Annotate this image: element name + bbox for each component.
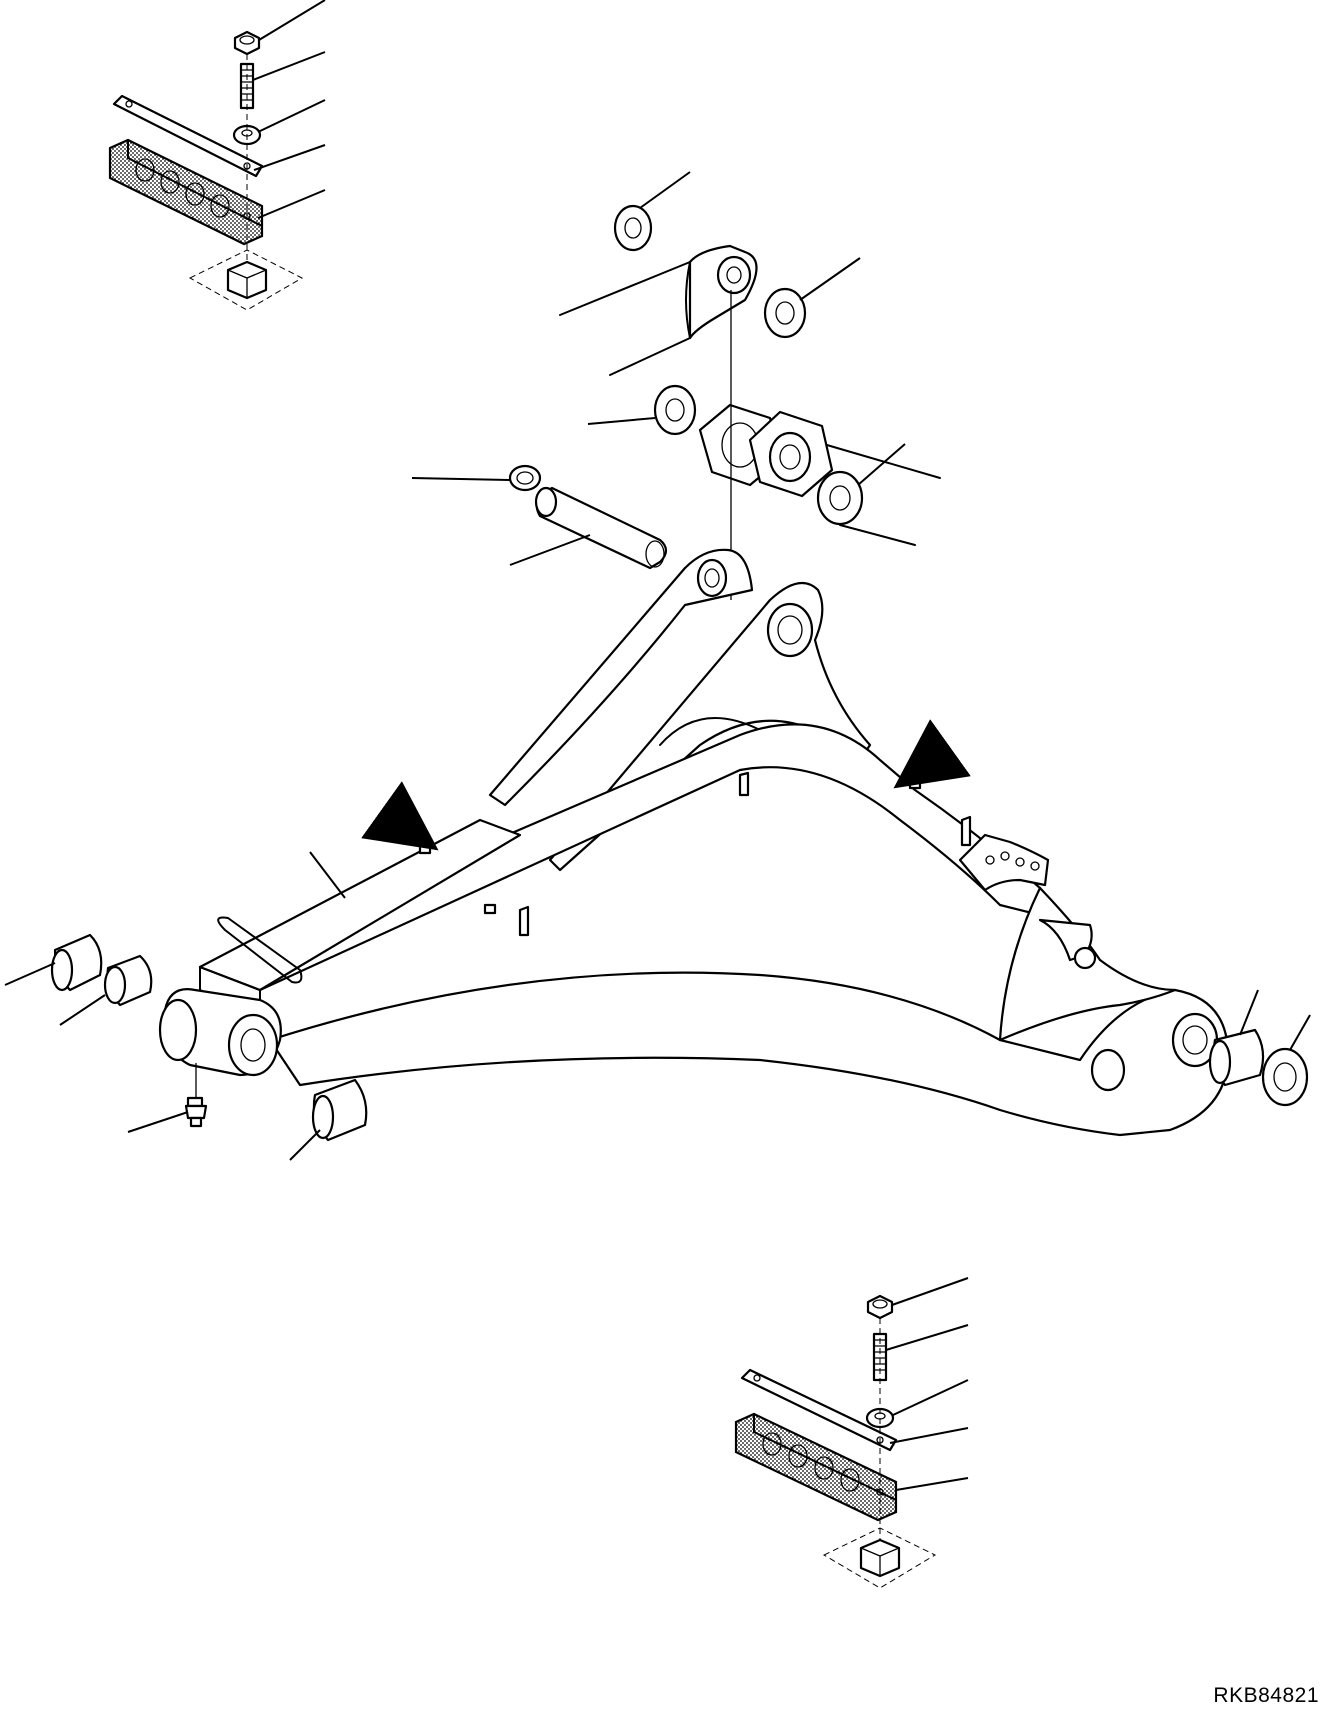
thrust-washer-4 <box>816 470 864 526</box>
detail-view-bottom-right <box>734 1277 969 1589</box>
leader-line <box>257 189 326 219</box>
leader-line <box>59 994 106 1026</box>
leader-line <box>252 51 326 81</box>
leader-line <box>891 1277 969 1306</box>
grease-fitting <box>184 1063 208 1128</box>
nut-top <box>233 30 261 56</box>
mounting-boss-bottom <box>822 1318 937 1589</box>
bushing-right <box>1208 1028 1265 1087</box>
leader-line <box>889 1427 969 1444</box>
leader-line <box>257 99 326 133</box>
leader-line <box>587 417 656 425</box>
bushing-left-3 <box>311 1078 368 1142</box>
leader-line <box>799 257 861 301</box>
leader-line <box>258 0 326 41</box>
leader-line <box>1289 1014 1311 1051</box>
leader-line <box>857 443 906 486</box>
leader-line <box>892 1379 969 1416</box>
thrust-washer-3 <box>653 384 697 436</box>
drawing-code: RKB84821 <box>1213 1684 1319 1707</box>
cylinder-rod-end <box>559 244 758 376</box>
leader-line <box>509 534 591 566</box>
thrust-washer-2 <box>763 287 807 339</box>
pointer-arrow-right <box>893 719 971 789</box>
strap-plate-bottom <box>740 1368 898 1452</box>
protector-block-bottom <box>734 1412 898 1522</box>
leader-line <box>4 962 56 986</box>
boom-pin-assembly <box>411 464 668 570</box>
detail-view-top-left <box>108 0 326 311</box>
thrust-washer-right <box>1261 1047 1309 1107</box>
cylinder-rod-end-assembly <box>559 171 941 600</box>
leader-line <box>289 1129 321 1161</box>
snap-ring <box>508 464 542 492</box>
pointer-arrow-left <box>361 781 439 851</box>
thrust-washer-1 <box>613 204 653 252</box>
mounting-boss-top <box>188 54 304 311</box>
boom-pin <box>534 486 668 570</box>
boom <box>158 548 1230 1137</box>
leader-line <box>253 144 326 171</box>
leader-line <box>411 477 511 481</box>
cylinder-rod-end-2 <box>698 403 941 546</box>
leader-line <box>127 1111 189 1133</box>
leader-line <box>885 1324 969 1351</box>
leader-line <box>1239 989 1259 1036</box>
protector-block-top <box>108 138 264 246</box>
bushing-left-1 <box>50 933 103 992</box>
leader-line <box>309 851 346 899</box>
bushing-left-2 <box>103 954 153 1007</box>
strap-plate-top <box>112 94 264 178</box>
leader-line <box>639 171 691 209</box>
leader-line <box>895 1477 969 1491</box>
nut-bottom <box>866 1294 894 1320</box>
